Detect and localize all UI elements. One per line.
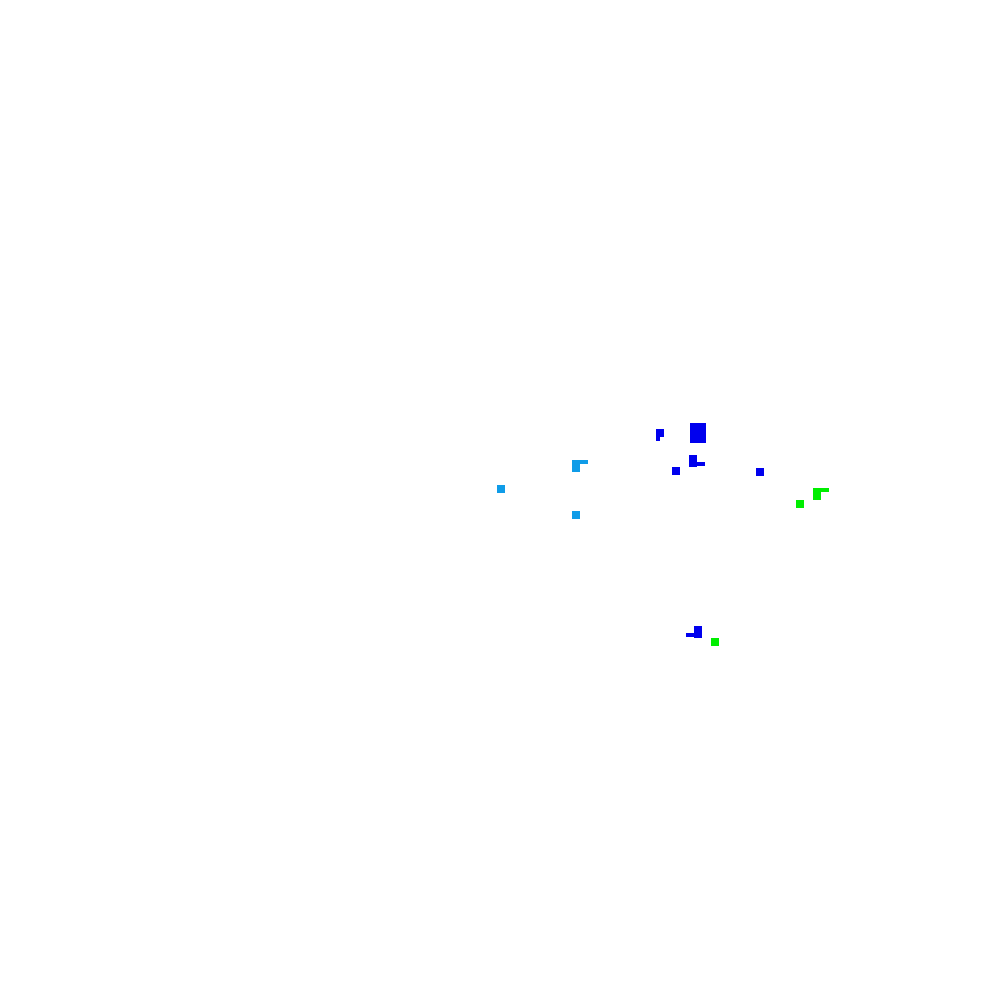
map-cell	[813, 496, 817, 500]
map-cell	[572, 460, 576, 464]
map-cell	[580, 460, 584, 464]
map-cell	[690, 431, 694, 435]
map-cell	[501, 485, 505, 489]
map-cell	[497, 485, 501, 489]
map-cell	[576, 511, 580, 515]
map-cell	[694, 435, 698, 439]
map-cell	[697, 462, 701, 466]
map-cell	[572, 515, 576, 519]
map-cell	[702, 423, 706, 427]
map-cell	[698, 423, 702, 427]
map-cell	[497, 489, 501, 493]
map-cell	[686, 633, 690, 637]
map-cell	[690, 435, 694, 439]
map-cell	[698, 626, 702, 630]
map-cell	[690, 439, 694, 443]
green-cluster-right	[796, 488, 829, 508]
map-cell	[660, 433, 664, 437]
map-cell	[689, 463, 693, 467]
map-cell	[656, 433, 660, 437]
map-cell	[693, 455, 697, 459]
map-cell	[715, 638, 719, 642]
map-cell	[689, 459, 693, 463]
map-cell	[813, 488, 817, 492]
map-cell	[698, 630, 702, 634]
map-cell	[694, 634, 698, 638]
cluster-layer	[497, 423, 829, 646]
map-cell	[584, 460, 588, 464]
map-cell	[702, 435, 706, 439]
map-cell	[817, 496, 821, 500]
map-cell	[796, 504, 800, 508]
map-cell	[690, 423, 694, 427]
map-cell	[800, 504, 804, 508]
map-cell	[698, 427, 702, 431]
map-cell	[690, 633, 694, 637]
map-cell	[694, 630, 698, 634]
map-cell	[576, 464, 580, 468]
map-cell	[656, 429, 660, 433]
map-cell	[690, 427, 694, 431]
map-cell	[701, 462, 705, 466]
map-cell	[501, 489, 505, 493]
map-cell	[702, 431, 706, 435]
blue-cluster-upper	[656, 423, 764, 476]
map-cell	[694, 427, 698, 431]
blue-cluster-lower	[686, 626, 702, 638]
map-cell	[694, 423, 698, 427]
map-cell	[576, 515, 580, 519]
map-cell	[711, 638, 715, 642]
map-cell	[576, 460, 580, 464]
map-cell	[825, 488, 829, 492]
map-cell	[694, 626, 698, 630]
map-cell	[672, 471, 676, 475]
map-cell	[756, 472, 760, 476]
map-cell	[693, 463, 697, 467]
map-cell	[694, 431, 698, 435]
map-cell	[676, 471, 680, 475]
map-cell	[656, 437, 660, 441]
green-cluster-lower	[711, 638, 719, 646]
map-cell	[572, 464, 576, 468]
map-cell	[698, 439, 702, 443]
map-cell	[756, 468, 760, 472]
map-cell	[760, 468, 764, 472]
map-cell	[813, 492, 817, 496]
map-cell	[711, 642, 715, 646]
map-cell	[760, 472, 764, 476]
map-cell	[689, 455, 693, 459]
map-cell	[698, 431, 702, 435]
light-blue-cluster	[497, 460, 588, 519]
map-cell	[702, 427, 706, 431]
map-cell	[676, 467, 680, 471]
map-cell	[572, 468, 576, 472]
map-cell	[660, 429, 664, 433]
map-cell	[800, 500, 804, 504]
map-cell	[576, 468, 580, 472]
map-cell	[694, 439, 698, 443]
map-cell	[672, 467, 676, 471]
map-cell	[817, 488, 821, 492]
map-cell	[821, 488, 825, 492]
map-cell	[698, 435, 702, 439]
map-cell	[702, 439, 706, 443]
map-cell	[715, 642, 719, 646]
map-cell	[693, 459, 697, 463]
map-cell	[698, 634, 702, 638]
map-cell	[572, 511, 576, 515]
map-cell	[817, 492, 821, 496]
map-cell	[796, 500, 800, 504]
